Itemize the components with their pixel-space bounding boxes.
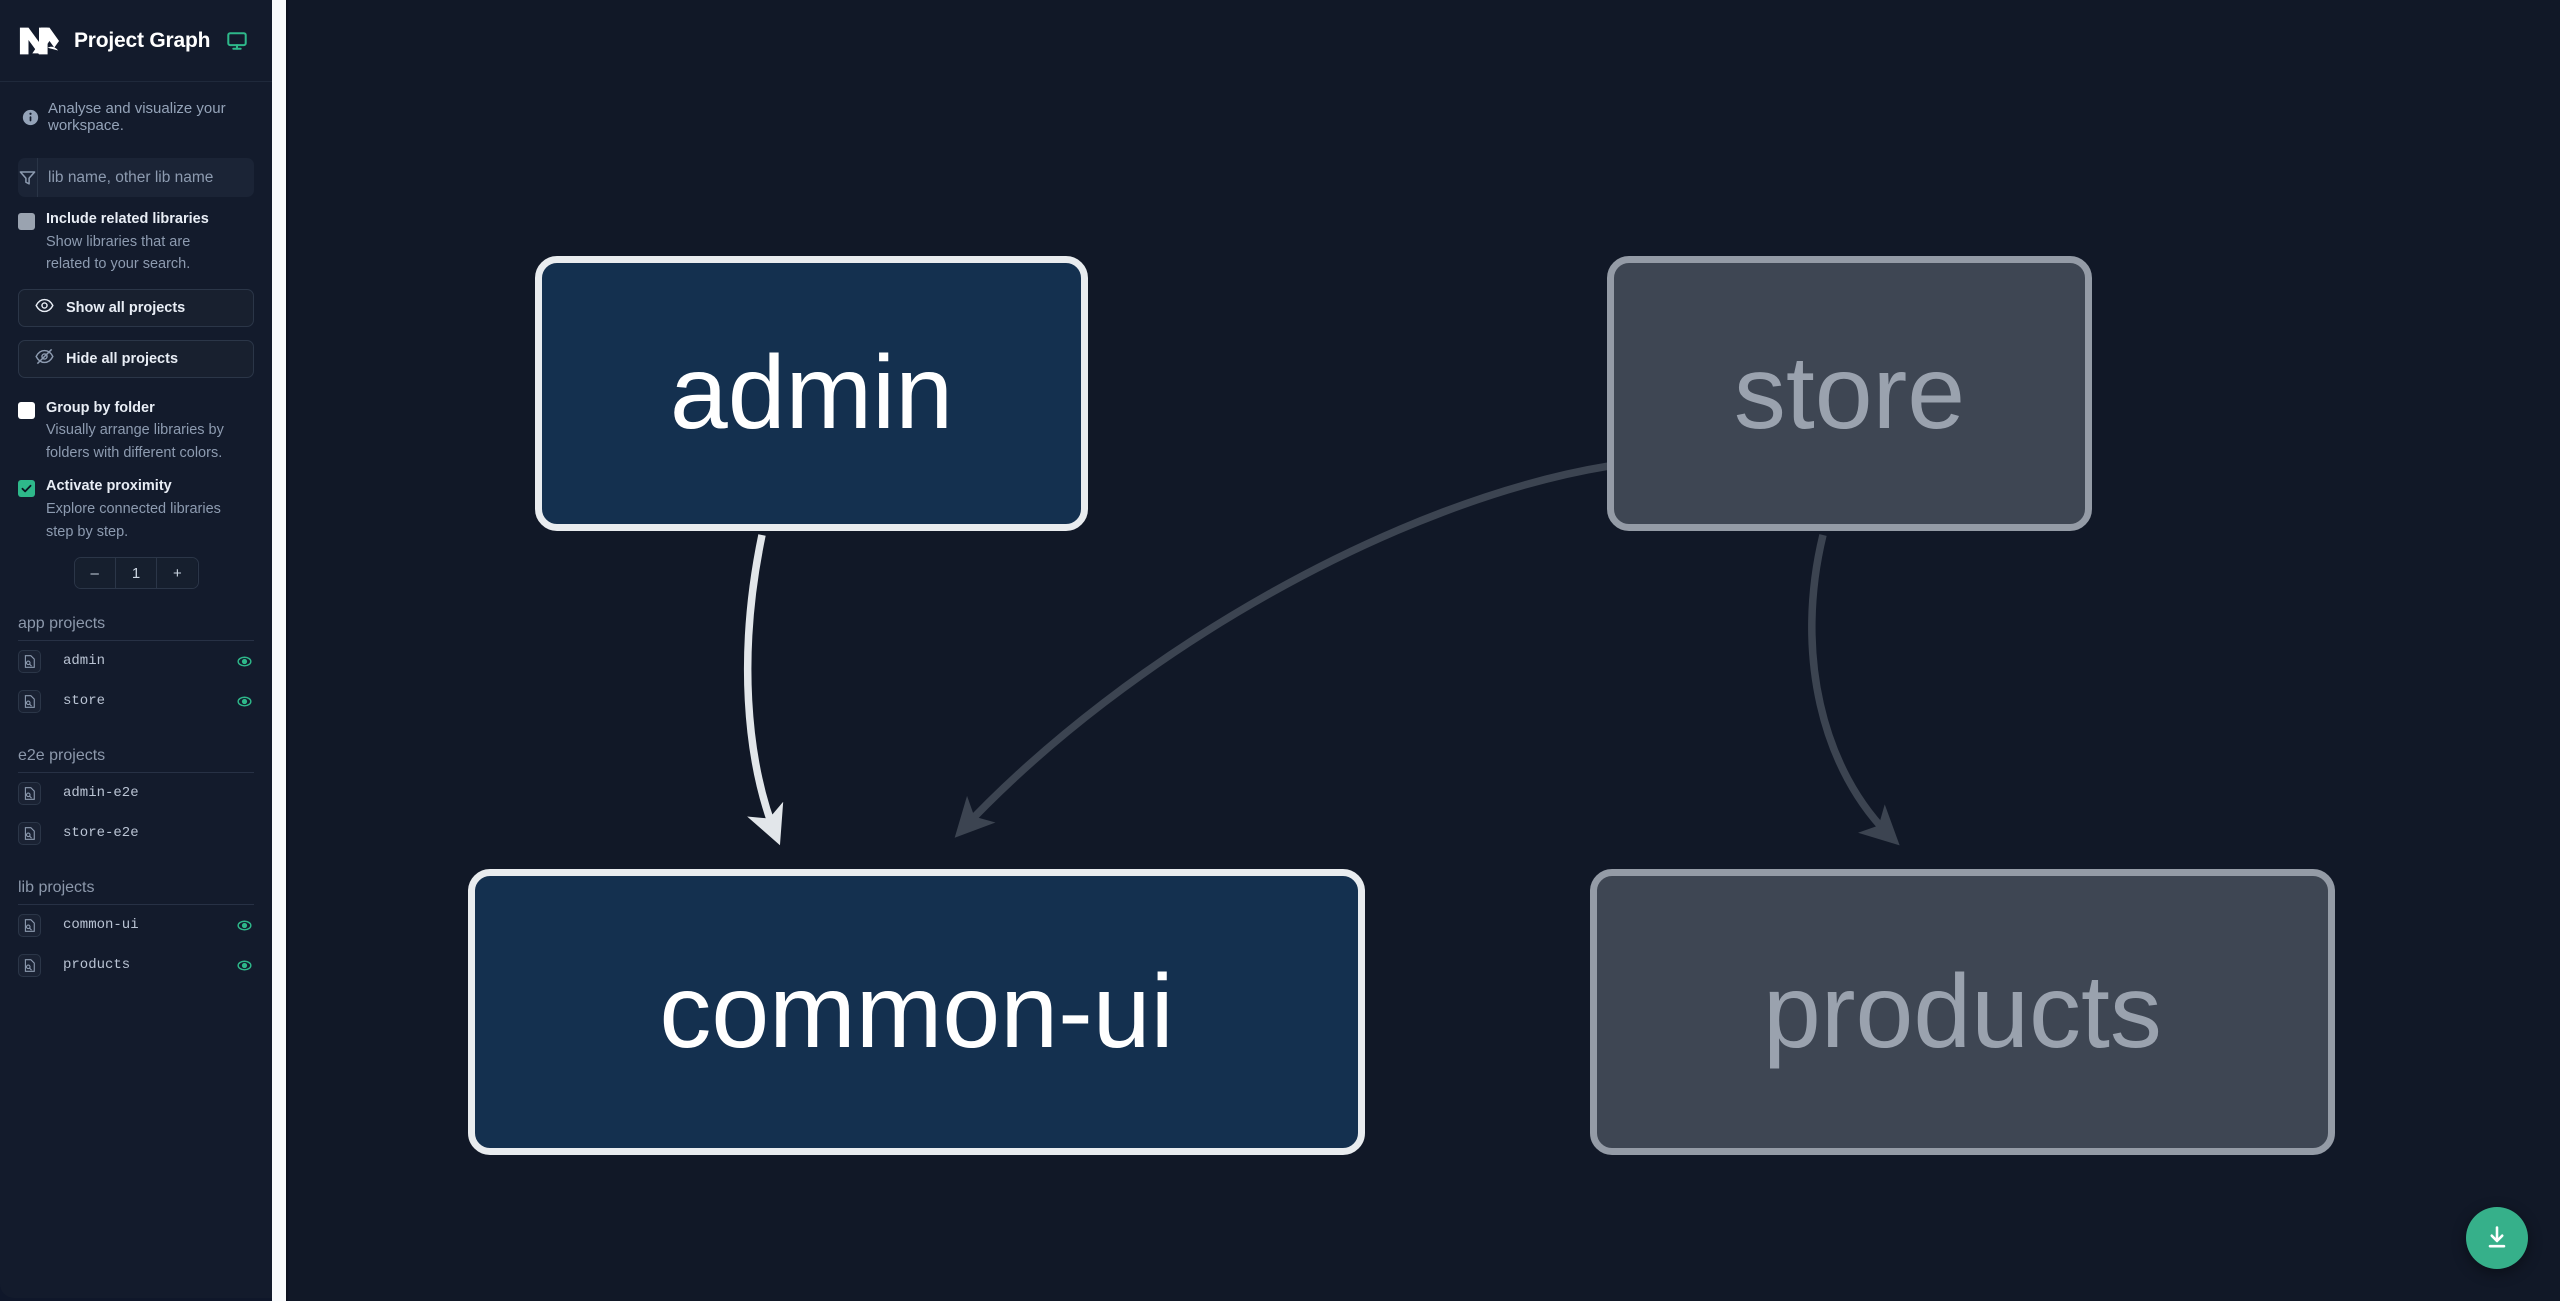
page-title: Project Graph: [74, 28, 211, 52]
project-name: products: [63, 957, 131, 974]
project-row-store[interactable]: store: [0, 681, 272, 721]
graph-node-label: admin: [669, 335, 954, 451]
checkbox-activate-proximity[interactable]: [18, 480, 35, 498]
tagline-text: Analyse and visualize your workspace.: [48, 100, 226, 134]
project-file-icon: [18, 649, 41, 673]
hide-all-projects-button[interactable]: Hide all projects: [18, 339, 254, 378]
graph-node-common-ui[interactable]: common-ui: [468, 869, 1365, 1155]
option-label: Include related libraries: [46, 211, 209, 227]
graph-node-label: products: [1763, 953, 2162, 1070]
monitor-icon[interactable]: [226, 30, 248, 52]
graph-edges: [743, 462, 1900, 846]
checkbox-include-related-libraries[interactable]: [18, 213, 35, 230]
proximity-stepper[interactable]: – 1 +: [73, 557, 199, 590]
show-all-projects-label: Show all projects: [66, 299, 186, 316]
project-group-app: app projects admin: [0, 615, 272, 721]
option-description: Explore connected libraries step by step…: [46, 501, 221, 540]
graph-node-store[interactable]: store: [1607, 256, 2092, 531]
eye-visible-icon[interactable]: [235, 916, 254, 935]
edge-store-to-products: [1808, 534, 1900, 846]
option-group-by-folder[interactable]: Group by folder Visually arrange librari…: [0, 378, 272, 465]
hide-all-projects-label: Hide all projects: [66, 350, 179, 367]
search-input[interactable]: [38, 158, 254, 197]
graph-node-label: common-ui: [659, 953, 1174, 1070]
group-title: e2e projects: [18, 747, 254, 774]
eye-visible-icon[interactable]: [235, 692, 254, 711]
edge-store-to-common-ui: [954, 462, 1610, 838]
sidebar: Project Graph Analyse and visualize your…: [0, 0, 272, 1298]
show-all-projects-button[interactable]: Show all projects: [18, 288, 254, 327]
project-name: admin-e2e: [63, 785, 139, 802]
project-file-icon: [18, 821, 41, 845]
option-description: Show libraries that are related to your …: [46, 233, 191, 273]
project-row-products[interactable]: products: [0, 945, 272, 985]
project-name: admin: [63, 653, 106, 670]
tagline: Analyse and visualize your workspace.: [0, 82, 272, 144]
project-row-admin-e2e[interactable]: admin-e2e: [0, 773, 272, 813]
project-name: store: [63, 693, 106, 710]
checkbox-group-by-folder[interactable]: [18, 401, 35, 419]
nx-logo-icon: [18, 24, 60, 58]
sidebar-header: Project Graph: [0, 0, 272, 82]
info-icon: [22, 109, 39, 126]
option-activate-proximity[interactable]: Activate proximity Explore connected lib…: [0, 464, 272, 543]
funnel-icon: [18, 158, 38, 197]
project-file-icon: [18, 953, 41, 977]
project-group-e2e: e2e projects admin-e2e: [0, 747, 272, 853]
edge-admin-to-common-ui: [743, 534, 784, 846]
eye-icon: [35, 296, 54, 320]
sidebar-resize-divider[interactable]: [272, 0, 286, 1301]
graph-canvas[interactable]: admin store common-ui products: [290, 0, 2560, 1301]
eye-visible-icon[interactable]: [235, 652, 254, 671]
eye-visible-icon[interactable]: [235, 956, 254, 975]
sidebar-divider-shadow: [286, 0, 290, 1301]
project-name: store-e2e: [63, 825, 139, 842]
group-title: app projects: [18, 615, 254, 642]
proximity-value: 1: [114, 558, 157, 589]
search-box[interactable]: [18, 158, 254, 197]
project-row-admin[interactable]: admin: [0, 641, 272, 681]
download-icon: [2488, 1226, 2506, 1248]
option-label: Activate proximity: [46, 478, 172, 495]
check-icon: [21, 485, 32, 493]
project-name: common-ui: [63, 917, 139, 934]
option-include-related-libraries[interactable]: Include related libraries Show libraries…: [0, 197, 272, 276]
proximity-decrement-button[interactable]: –: [74, 558, 115, 589]
download-button[interactable]: [2466, 1207, 2528, 1269]
graph-node-label: store: [1733, 335, 1966, 451]
option-description: Visually arrange libraries by folders wi…: [46, 422, 224, 461]
option-label: Group by folder: [46, 399, 155, 416]
project-file-icon: [18, 781, 41, 805]
graph-node-admin[interactable]: admin: [535, 256, 1088, 531]
project-file-icon: [18, 913, 41, 937]
graph-node-products[interactable]: products: [1590, 869, 2335, 1155]
project-group-lib: lib projects common-ui: [0, 879, 272, 985]
project-file-icon: [18, 689, 41, 713]
project-row-store-e2e[interactable]: store-e2e: [0, 813, 272, 853]
proximity-increment-button[interactable]: +: [156, 558, 198, 589]
project-row-common-ui[interactable]: common-ui: [0, 905, 272, 945]
group-title: lib projects: [18, 879, 254, 906]
eye-off-icon: [35, 347, 54, 371]
